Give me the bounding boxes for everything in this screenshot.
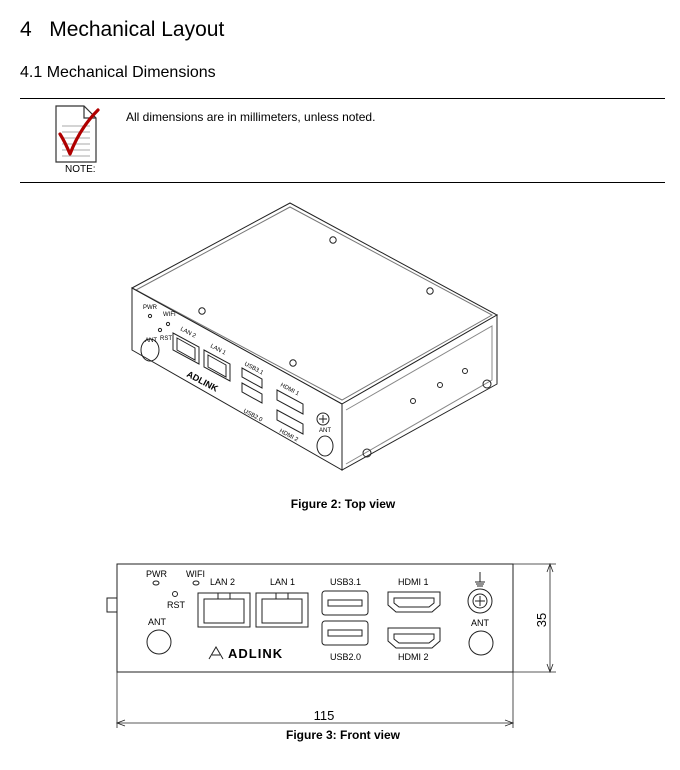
front-label-ant-left: ANT [148,617,167,627]
chapter-number: 4 [20,18,32,41]
top-label-wifi: WIFI [163,312,176,318]
top-label-ant-right: ANT [319,428,331,434]
note-checkmark-icon [55,105,100,163]
front-label-rst: RST [167,600,186,610]
top-view-drawing: PWR WIFI RST ANT LAN 2 LAN 1 USB3.1 USB2… [130,202,499,471]
front-label-lan2: LAN 2 [210,577,235,587]
dimension-width: 115 [314,708,335,723]
note-bottom-rule [20,182,665,183]
front-label-pwr: PWR [146,569,167,579]
figure-2-caption: Figure 2: Top view [290,497,396,511]
front-label-usb31: USB3.1 [330,577,361,587]
front-label-usb20: USB2.0 [330,652,361,662]
front-label-lan1: LAN 1 [270,577,295,587]
front-brand-logo: ADLINK [228,646,283,661]
section-title: 4.1 Mechanical Dimensions [20,64,216,82]
figure-3-caption: Figure 3: Front view [285,728,401,742]
top-label-rst: RST [160,336,172,342]
dimension-height: 35 [534,613,549,627]
note-top-rule [20,98,665,99]
note-text: All dimensions are in millimeters, unles… [126,110,376,124]
note-label: NOTE: [65,164,96,175]
front-label-ant-right: ANT [471,618,490,628]
section-name: Mechanical Dimensions [46,64,216,81]
top-label-ant-left: ANT [145,338,157,344]
front-label-hdmi2: HDMI 2 [398,652,429,662]
chapter-title: 4 Mechanical Layout [20,18,224,42]
section-number: 4.1 [20,64,43,81]
top-label-pwr: PWR [143,305,158,311]
front-label-hdmi1: HDMI 1 [398,577,429,587]
front-view-drawing: PWR WIFI RST ANT LAN 2 LAN 1 USB3.1 USB2… [106,562,556,728]
front-label-wifi: WIFI [186,569,205,579]
chapter-name: Mechanical Layout [49,18,225,41]
